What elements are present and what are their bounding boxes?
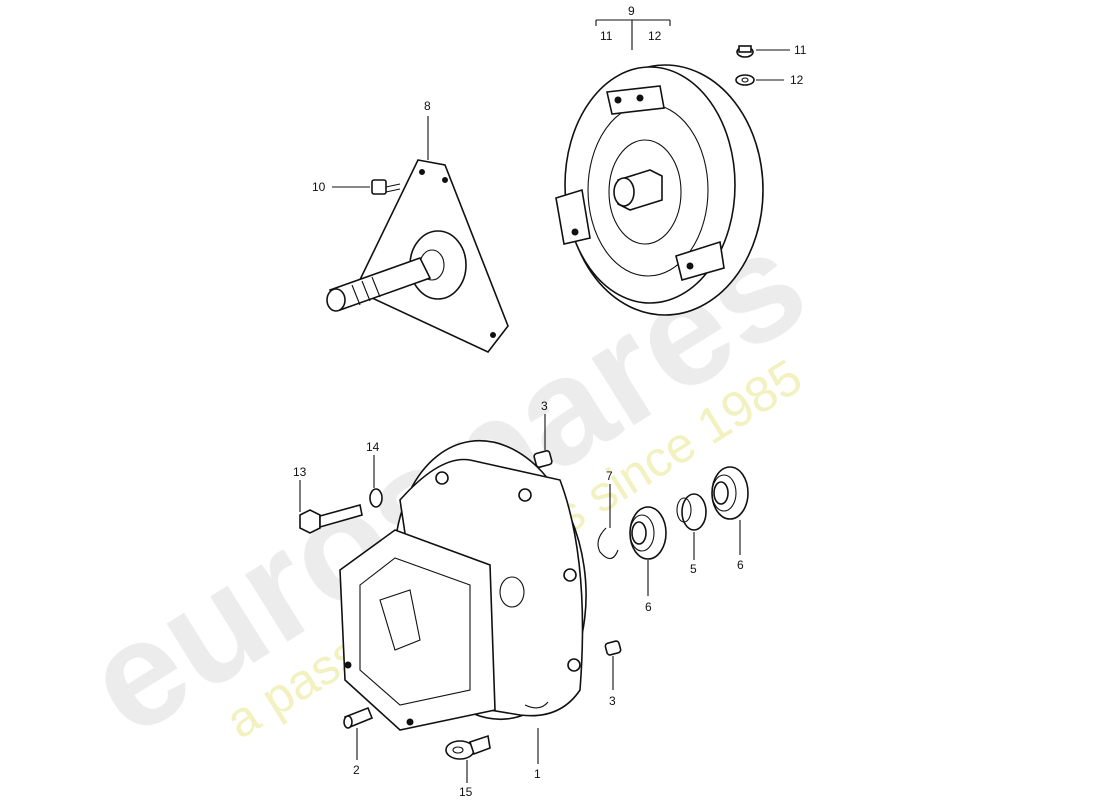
transmission-housing[interactable] (339, 428, 604, 732)
callout-15: 15 (459, 785, 473, 799)
leader-lines (299, 19, 790, 783)
washer-12[interactable] (735, 74, 755, 86)
callout-6-left: 6 (645, 600, 652, 614)
callout-9: 9 (628, 4, 635, 18)
spacer-sleeve-5[interactable] (676, 493, 707, 531)
callout-6-right: 6 (737, 558, 744, 572)
callout-11-top: 11 (600, 29, 613, 43)
callout-1: 1 (534, 767, 541, 781)
callout-12-top: 12 (648, 29, 662, 43)
callout-8: 8 (424, 99, 431, 113)
callout-12-right: 12 (790, 73, 804, 87)
circlip-7[interactable] (597, 527, 619, 560)
screw-11[interactable] (736, 45, 754, 58)
hex-bolt-13[interactable] (299, 504, 363, 534)
stud-2[interactable] (343, 706, 374, 729)
callouts: 9 11 12 11 12 8 10 3 14 13 7 6 5 6 3 2 1… (293, 4, 807, 799)
ball-bearing-6b[interactable] (711, 466, 749, 520)
callout-11-right: 11 (794, 43, 807, 57)
callout-7: 7 (606, 469, 613, 483)
callout-5: 5 (690, 562, 697, 576)
dowel-pin-3a[interactable] (533, 450, 553, 468)
bolt-10[interactable] (371, 179, 401, 195)
callout-3-top: 3 (541, 399, 548, 413)
callout-2: 2 (353, 763, 360, 777)
drain-plug-15[interactable] (445, 734, 491, 760)
callout-14: 14 (366, 440, 380, 454)
callout-3-bottom: 3 (609, 694, 616, 708)
callout-10: 10 (312, 180, 326, 194)
drive-plate[interactable] (326, 159, 509, 353)
torque-converter[interactable] (555, 64, 764, 316)
ball-bearing-6a[interactable] (629, 506, 667, 560)
callout-13: 13 (293, 465, 307, 479)
dowel-pin-3b[interactable] (604, 640, 622, 656)
lock-washer-14[interactable] (369, 488, 383, 508)
